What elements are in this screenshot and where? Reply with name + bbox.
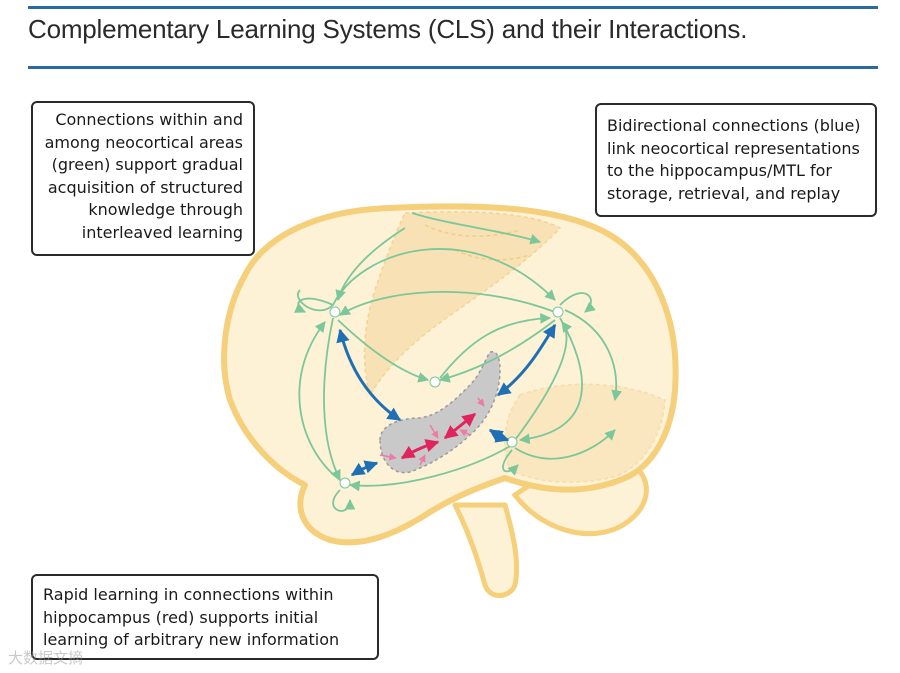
hippocampal-connections: [400, 412, 477, 460]
neocortex-callout-line: among neocortical areas: [44, 132, 243, 152]
title-rule: [28, 66, 878, 69]
neocortex-callout-line: Connections within and: [55, 110, 243, 129]
page-title: Complementary Learning Systems (CLS) and…: [28, 14, 748, 44]
bidirectional-callout-line: Bidirectional connections (blue): [607, 116, 861, 135]
neocortex-callout-line: (green) support gradual: [51, 155, 243, 174]
hippocampus-callout-line: hippocampus (red) supports initial: [43, 607, 319, 627]
bidirectional-callout-line: to the hippocampus/MTL for: [607, 161, 832, 180]
neocortex-callout: Connections within and among neocortical…: [31, 101, 255, 256]
hippocampus-callout-line: Rapid learning in connections within: [43, 585, 334, 604]
neocortex-callout-line: acquisition of structured: [47, 177, 243, 197]
neocortex-callout-line: interleaved learning: [81, 222, 243, 242]
bidirectional-callout-line: link neocortical representations: [607, 138, 860, 158]
neocortical-hubs: [329, 306, 564, 489]
watermark: 大数据文摘: [8, 649, 84, 667]
neocortical-connections: [293, 212, 622, 512]
bidirectional-callout: Bidirectional connections (blue) link ne…: [595, 103, 877, 217]
hippocampus-callout-line: learning of arbitrary new information: [43, 630, 340, 649]
hippocampal-local-connections: [379, 397, 485, 466]
brainstem: [452, 502, 520, 598]
bidirectional-callout-line: storage, retrieval, and replay: [607, 183, 841, 203]
frontal-parietal-lobe: [363, 211, 562, 397]
top-rule: [28, 6, 878, 9]
bidirectional-connections: [336, 323, 557, 477]
neocortex-callout-line: knowledge through: [88, 200, 243, 219]
hippocampus-callout: Rapid learning in connections within hip…: [31, 574, 379, 660]
